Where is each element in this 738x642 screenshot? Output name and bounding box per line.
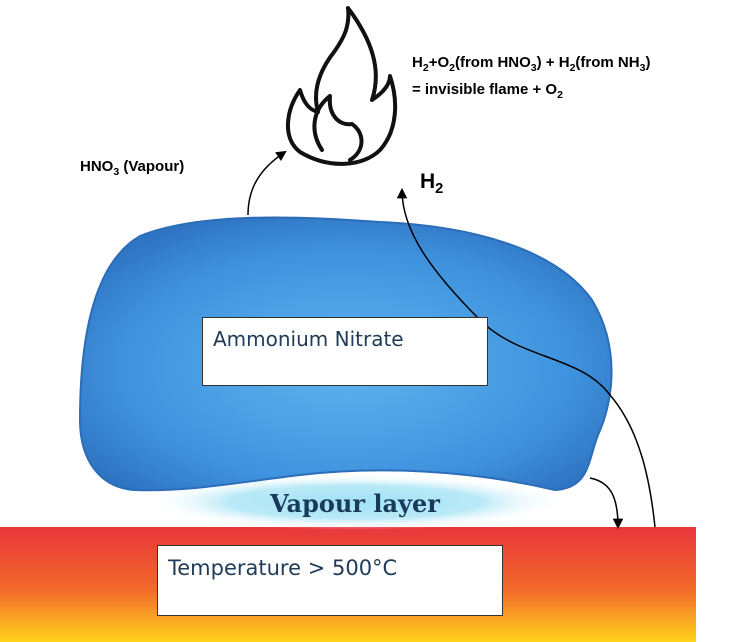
eq-sub: 3 xyxy=(530,61,537,74)
temperature-label: Temperature > 500°C xyxy=(168,556,398,580)
nh3-text: NH xyxy=(604,458,630,478)
equation-line-2: = invisible flame + O2 xyxy=(412,77,650,104)
hno3-sub: 3 xyxy=(113,165,120,178)
eq-part: (from HNO xyxy=(454,54,531,71)
eq-part: ) xyxy=(645,54,651,71)
eq-sub: 2 xyxy=(557,88,563,101)
hno3-label: HNO3 (Vapour) xyxy=(80,158,185,178)
ammonium-nitrate-label: Ammonium Nitrate xyxy=(213,327,404,351)
eq-part: H xyxy=(412,54,423,71)
hno3-suffix: (Vapour) xyxy=(119,158,185,175)
hno3-arrow xyxy=(247,150,287,216)
vapour-layer-label: Vapour layer xyxy=(269,489,440,518)
h2-label: H2 xyxy=(420,170,444,198)
h2-arrow xyxy=(396,187,656,528)
nh3-arrow xyxy=(589,477,624,530)
flame-icon xyxy=(285,6,398,166)
eq-sub: 3 xyxy=(639,61,646,74)
nh3-sub: 3 xyxy=(630,467,638,482)
nh3-label: NH3 xyxy=(604,458,638,482)
temperature-box: Temperature > 500°C xyxy=(157,545,503,616)
h2-text: H xyxy=(420,170,436,193)
eq-part: ) + H xyxy=(536,54,570,71)
equation-line-1: H2+O2(from HNO3) + H2(from NH3) xyxy=(412,50,650,77)
eq-part: +O xyxy=(428,54,450,71)
eq-part: (from NH xyxy=(575,54,640,71)
reaction-equation: H2+O2(from HNO3) + H2(from NH3) = invisi… xyxy=(412,50,650,104)
eq-sub: 2 xyxy=(422,61,429,74)
hno3-text: HNO xyxy=(80,158,114,175)
eq-sub: 2 xyxy=(449,61,455,74)
h2-sub: 2 xyxy=(435,181,444,198)
vapour-layer-glow xyxy=(145,474,565,530)
eq-sub: 2 xyxy=(569,61,576,74)
eq-part: = invisible flame + O xyxy=(412,81,558,98)
ammonium-nitrate-box: Ammonium Nitrate xyxy=(202,317,488,386)
